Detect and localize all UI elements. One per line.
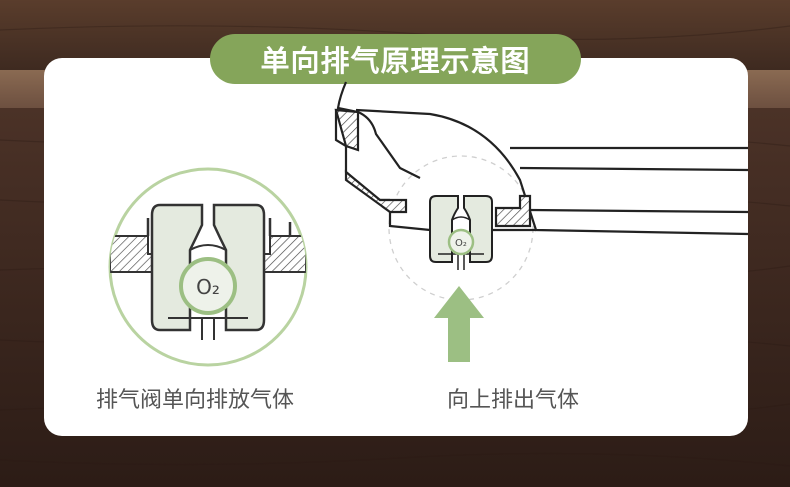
upward-arrow-icon — [434, 286, 484, 362]
lid-valve: O₂ — [429, 195, 493, 270]
lid-cross-section — [334, 81, 749, 301]
caption-upward-exhaust: 向上排出气体 — [447, 388, 580, 413]
zoomed-valve-view: O₂ — [108, 167, 308, 367]
caption-valve-exhaust: 排气阀单向排放气体 — [96, 388, 295, 413]
diagram-title: 单向排气原理示意图 — [210, 34, 581, 84]
zoom-o2-label: O₂ — [196, 275, 220, 299]
valve-o2-label: O₂ — [455, 238, 467, 249]
